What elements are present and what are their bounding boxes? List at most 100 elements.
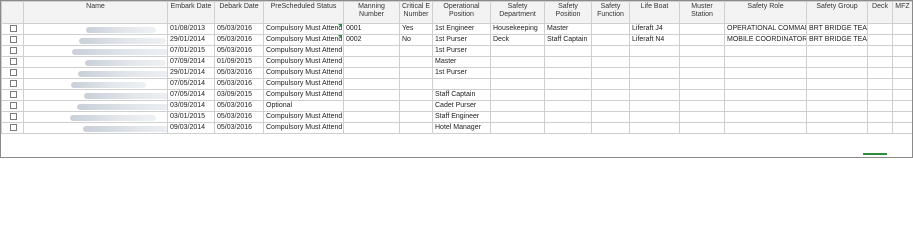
cell-name[interactable]	[23, 111, 168, 123]
cell-manning-number[interactable]	[343, 67, 400, 79]
cell-safety-department[interactable]	[490, 67, 545, 79]
cell-safety-department[interactable]	[490, 78, 545, 90]
cell-prescheduled-status[interactable]: Compulsory Must Attend	[263, 111, 344, 123]
cell-safety-function[interactable]	[591, 111, 630, 123]
cell-safety-role[interactable]: OPERATIONAL COMMAND	[724, 23, 807, 35]
cell-safety-position[interactable]	[544, 78, 592, 90]
cell-deck[interactable]	[867, 67, 893, 79]
cell-operational-position[interactable]: 1st Purser	[432, 34, 491, 46]
cell-manning-number[interactable]	[343, 89, 400, 101]
row-checkbox[interactable]	[10, 90, 17, 98]
row-select-cell[interactable]	[1, 89, 24, 101]
cell-operational-position[interactable]	[432, 78, 491, 90]
cell-mfz[interactable]	[892, 89, 912, 101]
column-header-mfz[interactable]: MFZ	[892, 1, 912, 24]
cell-name[interactable]	[23, 45, 168, 57]
cell-safety-function[interactable]	[591, 67, 630, 79]
cell-operational-position[interactable]: 1st Engineer	[432, 23, 491, 35]
cell-name[interactable]	[23, 23, 168, 35]
cell-deck[interactable]	[867, 23, 893, 35]
row-select-cell[interactable]	[1, 45, 24, 57]
cell-debark-date[interactable]: 05/03/2016	[214, 67, 264, 79]
cell-safety-function[interactable]	[591, 100, 630, 112]
cell-muster-station[interactable]	[679, 78, 725, 90]
cell-life-boat[interactable]	[629, 111, 680, 123]
cell-safety-department[interactable]	[490, 100, 545, 112]
cell-safety-position[interactable]	[544, 122, 592, 134]
cell-operational-position[interactable]: Hotel Manager	[432, 122, 491, 134]
cell-muster-station[interactable]	[679, 56, 725, 68]
cell-mfz[interactable]	[892, 56, 912, 68]
cell-safety-group[interactable]	[806, 89, 868, 101]
cell-manning-number[interactable]: 0001	[343, 23, 400, 35]
row-checkbox[interactable]	[10, 79, 17, 87]
column-header-operational-position[interactable]: Operational Position	[432, 1, 491, 24]
cell-debark-date[interactable]: 05/03/2016	[214, 34, 264, 46]
row-select-cell[interactable]	[1, 34, 24, 46]
cell-prescheduled-status[interactable]: Compulsory Must Attend	[263, 67, 344, 79]
cell-operational-position[interactable]: 1st Purser	[432, 67, 491, 79]
cell-safety-position[interactable]	[544, 56, 592, 68]
row-select-cell[interactable]	[1, 67, 24, 79]
cell-life-boat[interactable]	[629, 67, 680, 79]
column-header-embark-date[interactable]: Embark Date	[167, 1, 215, 24]
cell-safety-department[interactable]	[490, 89, 545, 101]
cell-critical-e-number[interactable]	[399, 45, 433, 57]
row-select-cell[interactable]	[1, 111, 24, 123]
cell-safety-role[interactable]	[724, 111, 807, 123]
cell-muster-station[interactable]	[679, 100, 725, 112]
cell-safety-role[interactable]	[724, 122, 807, 134]
cell-prescheduled-status[interactable]: Optional	[263, 100, 344, 112]
cell-embark-date[interactable]: 03/01/2015	[167, 111, 215, 123]
cell-mfz[interactable]	[892, 34, 912, 46]
cell-muster-station[interactable]	[679, 122, 725, 134]
cell-critical-e-number[interactable]	[399, 122, 433, 134]
cell-mfz[interactable]	[892, 45, 912, 57]
cell-prescheduled-status[interactable]: Compulsory Must Attend	[263, 23, 344, 35]
cell-life-boat[interactable]	[629, 45, 680, 57]
cell-safety-function[interactable]	[591, 122, 630, 134]
cell-life-boat[interactable]	[629, 89, 680, 101]
row-checkbox[interactable]	[10, 46, 17, 54]
row-checkbox[interactable]	[10, 112, 17, 120]
cell-manning-number[interactable]	[343, 100, 400, 112]
cell-name[interactable]	[23, 67, 168, 79]
cell-embark-date[interactable]: 03/09/2014	[167, 100, 215, 112]
cell-safety-group[interactable]	[806, 45, 868, 57]
cell-mfz[interactable]	[892, 67, 912, 79]
cell-prescheduled-status[interactable]: Compulsory Must Attend	[263, 122, 344, 134]
cell-name[interactable]	[23, 122, 168, 134]
cell-safety-role[interactable]	[724, 100, 807, 112]
cell-safety-position[interactable]: Staff Captain	[544, 34, 592, 46]
column-header-life-boat[interactable]: Life Boat	[629, 1, 680, 24]
cell-safety-group[interactable]	[806, 56, 868, 68]
cell-operational-position[interactable]: 1st Purser	[432, 45, 491, 57]
cell-embark-date[interactable]: 07/01/2015	[167, 45, 215, 57]
cell-life-boat[interactable]	[629, 122, 680, 134]
cell-safety-position[interactable]	[544, 45, 592, 57]
cell-safety-department[interactable]	[490, 111, 545, 123]
cell-safety-function[interactable]	[591, 56, 630, 68]
cell-debark-date[interactable]: 05/03/2016	[214, 100, 264, 112]
row-checkbox[interactable]	[10, 101, 17, 109]
cell-muster-station[interactable]	[679, 23, 725, 35]
cell-name[interactable]	[23, 34, 168, 46]
column-header-safety-function[interactable]: Safety Function	[591, 1, 630, 24]
cell-safety-function[interactable]	[591, 89, 630, 101]
cell-debark-date[interactable]: 05/03/2016	[214, 23, 264, 35]
cell-deck[interactable]	[867, 122, 893, 134]
column-header-select[interactable]	[1, 1, 24, 24]
row-select-cell[interactable]	[1, 56, 24, 68]
row-select-cell[interactable]	[1, 122, 24, 134]
cell-mfz[interactable]	[892, 78, 912, 90]
cell-name[interactable]	[23, 78, 168, 90]
cell-debark-date[interactable]: 05/03/2016	[214, 111, 264, 123]
cell-prescheduled-status[interactable]: Compulsory Must Attend	[263, 34, 344, 46]
cell-mfz[interactable]	[892, 23, 912, 35]
cell-safety-function[interactable]	[591, 45, 630, 57]
